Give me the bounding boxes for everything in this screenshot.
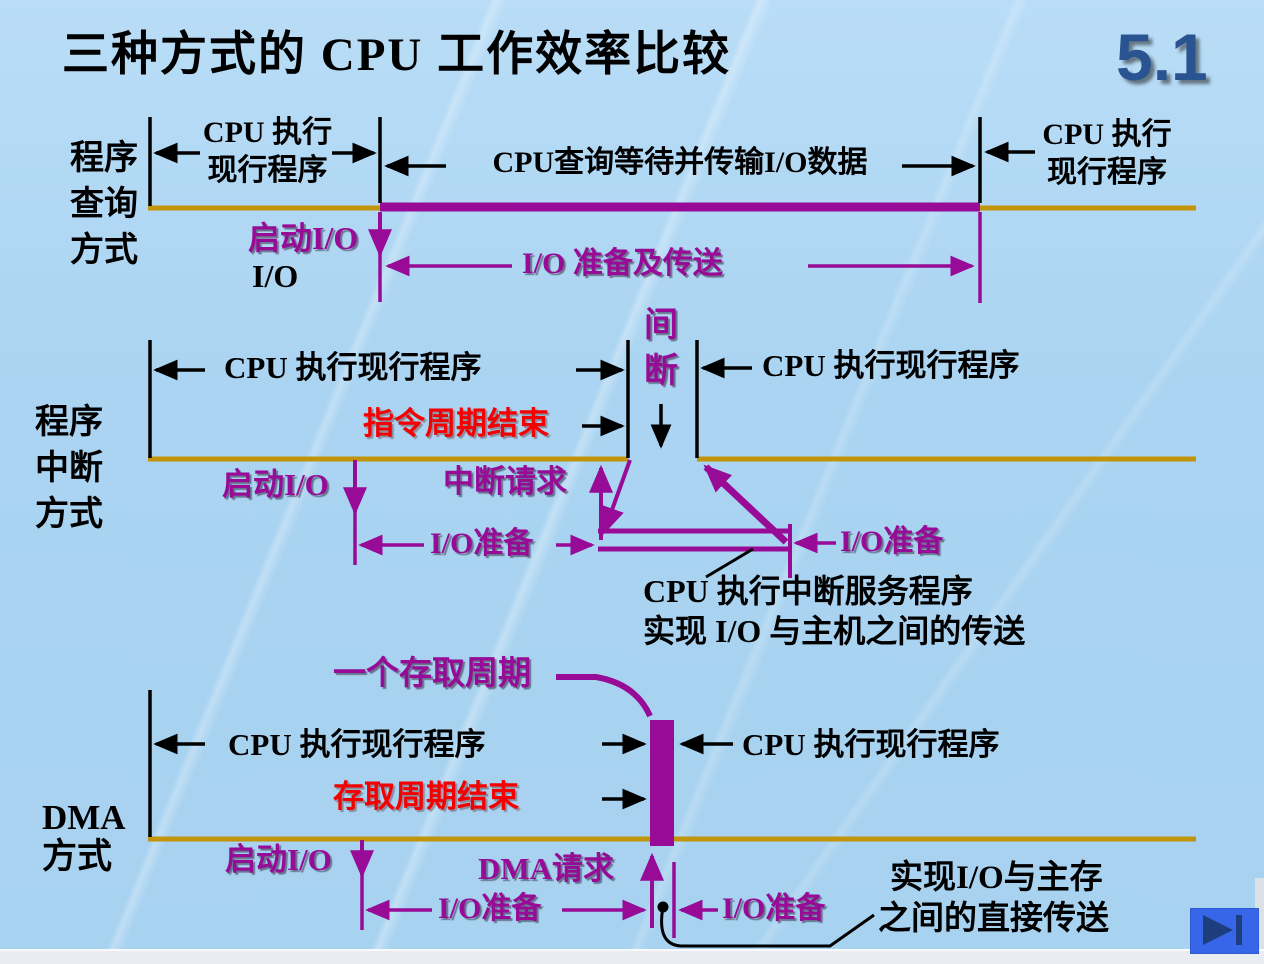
query-start-io-label: 启动I/O: [248, 220, 359, 256]
gap-char-2: 断: [644, 353, 678, 390]
next-slide-button[interactable]: [1190, 908, 1259, 954]
query-right-cpu-line1: CPU 执行: [1042, 118, 1172, 151]
interrupt-io-prepare-right-label: I/O准备: [840, 525, 944, 558]
instruction-cycle-end-label: 指令周期结束: [363, 406, 549, 441]
interrupt-left-cpu-label: CPU 执行现行程序: [224, 350, 482, 385]
query-left-cpu-label: CPU 执行 现行程序: [185, 114, 350, 190]
access-cycle-callout-curve: [556, 674, 653, 718]
interrupt-io-prepare-left-label: I/O准备: [430, 527, 534, 560]
query-io-prepare-transfer-label: I/O 准备及传送: [522, 247, 723, 280]
interrupt-gap-label: 间 断: [644, 303, 678, 395]
service-note-line1: CPU 执行中断服务程序: [643, 573, 973, 609]
dma-right-cpu-label: CPU 执行现行程序: [742, 727, 1000, 762]
query-right-cpu-label: CPU 执行 现行程序: [1018, 116, 1196, 192]
dma-steal-cycle-bar: [650, 720, 674, 846]
dma-left-cpu-label: CPU 执行现行程序: [228, 727, 486, 762]
query-row-label: 程序 查询 方式: [70, 136, 138, 274]
end-bar: [1236, 915, 1242, 945]
dma-io-prepare-right-label: I/O准备: [722, 892, 826, 925]
service-note-callout-line: [705, 547, 754, 579]
query-middle-label: CPU查询等待并传输I/O数据: [435, 146, 925, 181]
interrupt-request-label: 中断请求: [443, 464, 567, 499]
viewer-bottom-edge: [0, 949, 1264, 964]
direct-transfer-note-line1: 实现I/O与主存: [890, 860, 1103, 896]
direct-transfer-callout-line: [660, 906, 875, 948]
interrupt-start-io-label: 启动I/O: [222, 467, 329, 502]
dma-row-label-line1: DMA: [42, 798, 126, 837]
play-triangle: [1203, 915, 1233, 945]
service-note-line2: 实现 I/O 与主机之间的传送: [643, 613, 1026, 649]
query-middle-label-text: CPU查询等待并传输I/O数据: [492, 146, 868, 179]
interrupt-row-label-line2: 中断: [35, 450, 103, 487]
query-left-cpu-line1: CPU 执行: [202, 116, 333, 149]
dma-row-label: DMA 方式: [42, 798, 126, 876]
section-number: 5.1: [1116, 20, 1208, 94]
interrupt-section-graphics: [148, 340, 1196, 579]
skip-to-next-icon: [1203, 915, 1242, 945]
query-row-label-line1: 程序: [70, 140, 138, 177]
slide-title: 三种方式的 CPU 工作效率比较: [62, 29, 732, 81]
dma-request-label: DMA请求: [478, 851, 615, 886]
query-section-graphics: [148, 117, 1196, 303]
query-row-label-line3: 方式: [70, 232, 138, 269]
dma-section-graphics: [148, 674, 1196, 948]
query-io-label: I/O: [252, 258, 299, 294]
direct-transfer-note-line2: 之间的直接传送: [878, 901, 1109, 937]
query-right-cpu-line2: 现行程序: [1047, 156, 1167, 189]
viewer-right-edge: [1255, 878, 1264, 953]
dma-start-io-label: 启动I/O: [225, 842, 332, 877]
gap-char-1: 间: [644, 307, 678, 344]
access-cycle-end-label: 存取周期结束: [333, 779, 519, 814]
interrupt-row-label-line3: 方式: [35, 496, 103, 533]
access-cycle-label: 一个存取周期: [333, 656, 531, 692]
interrupt-row-label: 程序 中断 方式: [35, 400, 103, 538]
dma-row-label-line2: 方式: [42, 837, 113, 876]
interrupt-enter-service-arrow: [601, 459, 632, 536]
query-left-cpu-line2: 现行程序: [207, 154, 328, 187]
dma-io-prepare-left-label: I/O准备: [438, 892, 542, 925]
query-row-label-line2: 查询: [70, 186, 138, 223]
interrupt-row-label-line1: 程序: [35, 404, 103, 441]
interrupt-right-cpu-label: CPU 执行现行程序: [762, 348, 1020, 383]
